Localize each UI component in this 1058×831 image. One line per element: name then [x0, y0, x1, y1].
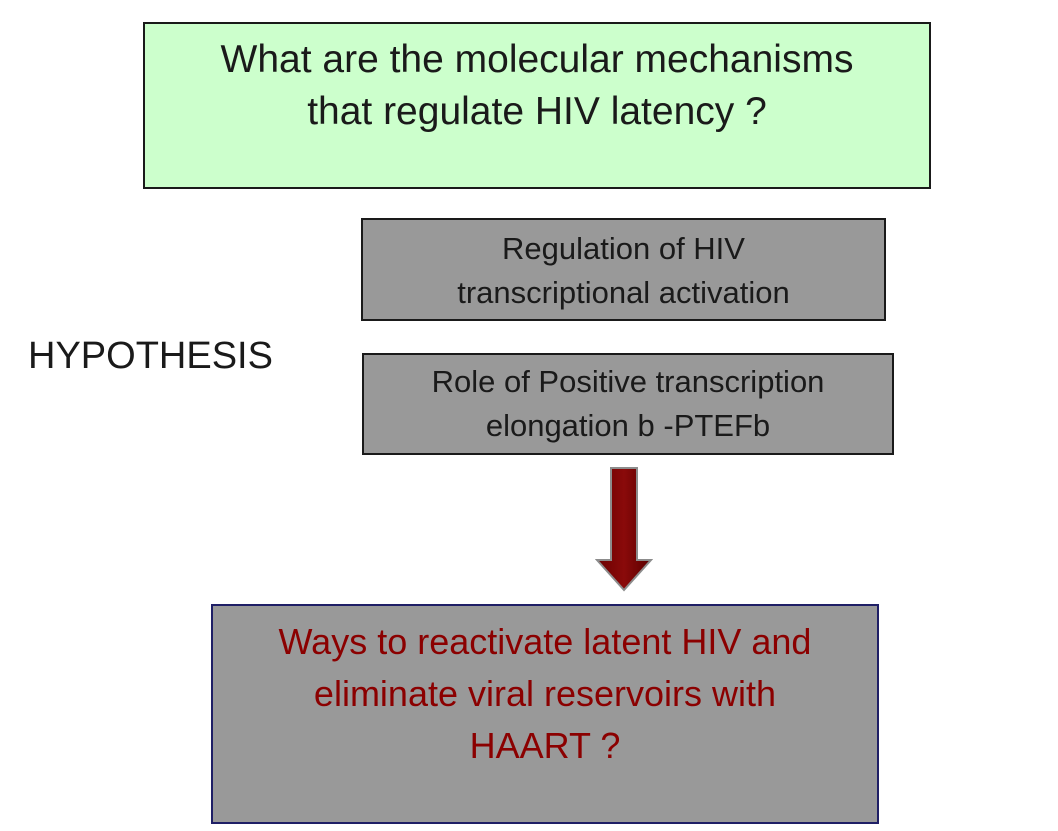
- goal-line-1: Ways to reactivate latent HIV and: [278, 621, 812, 662]
- question-line-1: What are the molecular mechanisms: [220, 38, 854, 81]
- hypothesis-label: HYPOTHESIS: [28, 335, 273, 377]
- goal-line-3: HAART ?: [469, 725, 621, 766]
- question-line-2: that regulate HIV latency ?: [307, 90, 767, 133]
- hypothesis-box-transcriptional-activation: Regulation of HIV transcriptional activa…: [361, 218, 886, 321]
- goal-line-2: eliminate viral reservoirs with: [313, 673, 777, 714]
- hypothesis-2-line-2: elongation b -PTEFb: [485, 408, 771, 443]
- goal-question-box: Ways to reactivate latent HIV and elimin…: [211, 604, 879, 824]
- hypothesis-1-line-1: Regulation of HIV: [502, 231, 745, 266]
- hypothesis-box-ptefb: Role of Positive transcription elongatio…: [362, 353, 894, 455]
- hypothesis-2-line-1: Role of Positive transcription: [431, 364, 825, 399]
- research-question-box: What are the molecular mechanisms that r…: [143, 22, 931, 189]
- hypothesis-1-line-2: transcriptional activation: [457, 275, 790, 310]
- down-arrow-icon: [595, 467, 653, 592]
